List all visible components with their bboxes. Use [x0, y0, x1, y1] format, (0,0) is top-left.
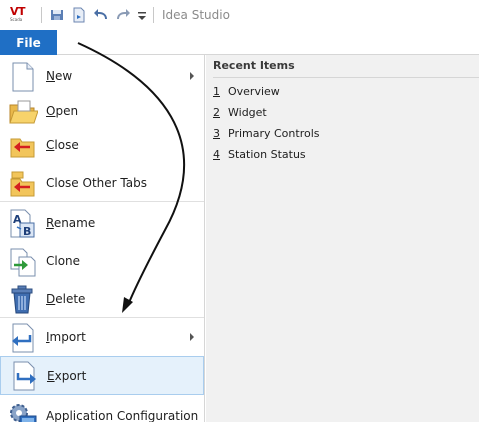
menu-item-label: Rename: [46, 216, 96, 230]
ribbon-tab-strip: File: [0, 30, 479, 55]
open-folder-icon: [8, 97, 39, 127]
toolbar-separator: [153, 7, 154, 23]
menu-item-close-other-tabs[interactable]: Close Other Tabs: [0, 165, 204, 201]
menu-item-label: New: [46, 69, 73, 83]
submenu-arrow-icon: [190, 72, 194, 80]
menu-separator: [0, 201, 204, 202]
menu-item-new[interactable]: New: [0, 58, 204, 94]
window-title: Idea Studio: [162, 8, 230, 22]
menu-item-clone[interactable]: Clone: [0, 243, 204, 279]
menu-item-export[interactable]: Export: [0, 356, 204, 395]
menu-item-open[interactable]: Open: [0, 93, 204, 129]
menu-item-import[interactable]: Import: [0, 319, 204, 355]
clone-icon: [8, 247, 38, 277]
close-folder-icon: [8, 131, 38, 161]
svg-text:A: A: [13, 213, 22, 226]
app-logo: VT Scada: [10, 5, 34, 25]
title-bar: VT Scada Idea Studio: [0, 0, 479, 30]
redo-icon[interactable]: [115, 7, 131, 23]
menu-item-label: Delete: [46, 292, 86, 306]
menu-item-delete[interactable]: Delete: [0, 281, 204, 317]
save-icon[interactable]: [49, 7, 65, 23]
file-tab[interactable]: File: [0, 30, 57, 55]
close-other-tabs-icon: [8, 169, 38, 199]
menu-item-label: Close: [46, 138, 79, 152]
menu-separator: [0, 317, 204, 318]
customize-toolbar-dropdown-icon[interactable]: [137, 7, 147, 23]
menu-item-label: Application Configuration: [46, 409, 199, 422]
submenu-arrow-icon: [190, 333, 194, 341]
menu-item-label: Export: [47, 368, 87, 383]
menu-item-label: Import: [46, 330, 86, 344]
menu-item-label: Open: [46, 104, 79, 118]
svg-text:B: B: [23, 225, 31, 238]
undo-icon[interactable]: [93, 7, 109, 23]
gear-monitor-icon: [8, 402, 38, 422]
logo-text: VT: [10, 5, 26, 18]
import-icon: [8, 323, 38, 353]
recent-divider: [213, 77, 479, 78]
trash-icon: [8, 285, 38, 315]
logo-subtext: Scada: [10, 17, 23, 22]
menu-item-label: Close Other Tabs: [46, 176, 147, 190]
menu-item-application-configuration[interactable]: Application Configuration: [0, 398, 204, 422]
menu-item-label: Clone: [46, 254, 81, 268]
document-icon[interactable]: [71, 7, 87, 23]
menu-item-close[interactable]: Close: [0, 127, 204, 163]
toolbar-separator: [41, 7, 42, 23]
export-icon: [9, 361, 39, 391]
recent-items-title: Recent Items: [213, 59, 295, 72]
new-document-icon: [8, 62, 38, 92]
